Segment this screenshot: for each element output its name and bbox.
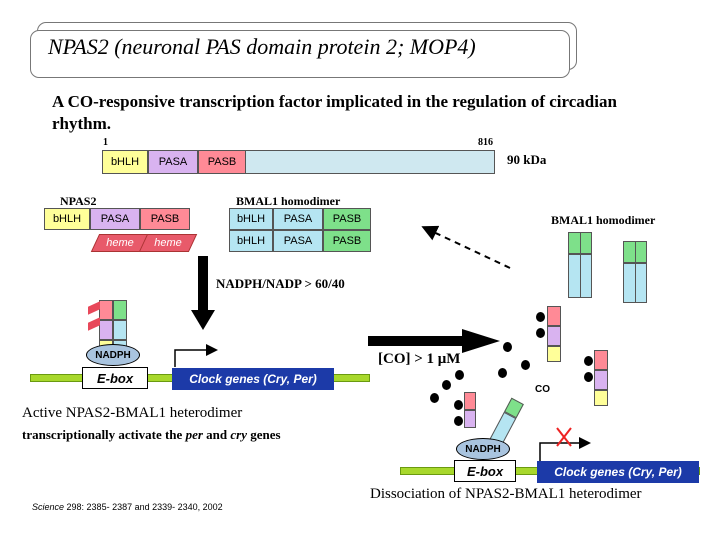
bmal1-right-a-divider [580, 232, 581, 298]
free-npas2-b-pasb [594, 350, 608, 370]
co-dot-4 [455, 370, 464, 380]
free-npas2-b-bhlh [594, 390, 608, 406]
protein-domain-bhlh: bHLH [102, 150, 148, 174]
npas2-domain-pasa: PASA [90, 208, 140, 230]
free-npas2-a-pasb [547, 306, 561, 326]
free-npas2-a-bhlh [547, 346, 561, 362]
subtitle: A CO-responsive transcription factor imp… [52, 92, 617, 133]
protein-domain-pasa: PASA [148, 150, 198, 174]
active-npas2-pasb [99, 300, 113, 320]
page-title: NPAS2 (neuronal PAS domain protein 2; MO… [48, 34, 476, 59]
bmal1-r1-pasa: PASA [273, 208, 323, 230]
bmal1-right-label: BMAL1 homodimer [551, 213, 656, 227]
active-bmal-pasb [113, 300, 127, 320]
npas2-domain-bhlh: bHLH [44, 208, 90, 230]
active-caption-2a: transcriptionally activate the [22, 427, 186, 442]
right-arrow-head [462, 329, 500, 353]
active-clock-genes: Clock genes (Cry, Per) [172, 368, 334, 390]
free-npas2-b-pasa [594, 370, 608, 390]
active-caption-2c: genes [246, 427, 281, 442]
npas2-label: NPAS2 [60, 194, 97, 208]
npas2-domain-pasb: PASB [140, 208, 190, 230]
free-co-a1 [536, 312, 545, 322]
title-frame-front [30, 30, 570, 78]
down-arrow-shaft [198, 256, 208, 311]
diss-nadph: NADPH [456, 438, 510, 460]
citation: Science 298: 2385- 2387 and 2339- 2340, … [32, 502, 223, 512]
free-co-b1 [584, 356, 593, 366]
condition-nadph: NADPH/NADP > 60/40 [216, 276, 345, 291]
free-co-a2 [536, 328, 545, 338]
co-dot-6 [430, 393, 439, 403]
co-dot-3 [521, 360, 530, 370]
down-arrow-head [191, 310, 215, 330]
dashed-arrow [421, 225, 511, 269]
promoter-arrow-blocked [539, 437, 591, 462]
bmal1-r1-bhlh: bHLH [229, 208, 273, 230]
citation-detail: 298: 2385- 2387 and 2339- 2340, 2002 [64, 502, 223, 512]
active-nadph: NADPH [86, 344, 140, 366]
diss-co-2 [454, 416, 463, 426]
bmal1-r2-bhlh: bHLH [229, 230, 273, 252]
free-npas2-a-pasa [547, 326, 561, 346]
active-ebox: E-box [82, 367, 148, 389]
active-caption-2b: and [202, 427, 231, 442]
diss-npas2-pasb [464, 392, 476, 410]
protein-mass: 90 kDa [507, 152, 547, 167]
promoter-arrow-active [174, 344, 218, 367]
bmal1-left-label: BMAL1 homodimer [236, 194, 341, 208]
right-arrow-shaft [368, 336, 464, 346]
citation-journal: Science [32, 502, 65, 512]
condition-co: [CO] > 1 μM [378, 351, 461, 367]
bmal1-r1-pasb: PASB [323, 208, 371, 230]
active-caption-cry: cry [230, 427, 247, 442]
active-npas2-pasa [99, 320, 113, 340]
protein-domain-pasb: PASB [198, 150, 246, 174]
blocked-x-2 [556, 427, 572, 447]
free-co-b2 [584, 372, 593, 382]
diss-co-1 [454, 400, 463, 410]
co-label: CO [535, 384, 550, 395]
co-dot-2 [498, 368, 507, 378]
protein-end-label: 816 [478, 137, 493, 148]
diss-npas2-pasa [464, 410, 476, 428]
protein-start-label: 1 [103, 137, 108, 148]
active-bmal-pasa [113, 320, 127, 340]
co-dot-1 [503, 342, 512, 352]
bmal1-right-b-divider [635, 241, 636, 303]
diss-clock-genes: Clock genes (Cry, Per) [537, 461, 699, 483]
bmal1-r2-pasa: PASA [273, 230, 323, 252]
co-dot-5 [442, 380, 451, 390]
diss-ebox: E-box [454, 460, 516, 482]
diss-caption: Dissociation of NPAS2-BMAL1 heterodimer [370, 486, 642, 502]
active-caption: Active NPAS2-BMAL1 heterodimer [22, 405, 243, 421]
active-caption-per: per [185, 427, 203, 442]
bmal1-r2-pasb: PASB [323, 230, 371, 252]
active-caption-2: transcriptionally activate the per and c… [22, 427, 281, 443]
